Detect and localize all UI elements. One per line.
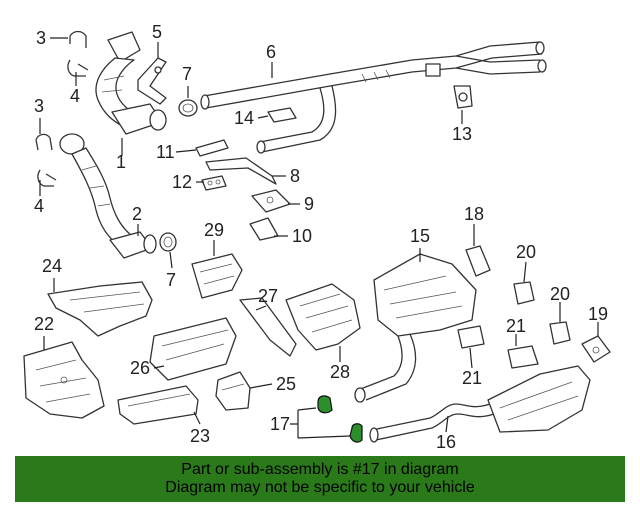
callout-3-upper: 3: [36, 28, 46, 48]
part-17-clamp-highlighted[interactable]: [317, 395, 363, 443]
callout-10: 10: [292, 226, 312, 246]
callout-6: 6: [266, 42, 276, 62]
part-1-catalytic-converter-upper: [95, 31, 167, 135]
part-19-hanger: [581, 335, 611, 363]
part-18-hanger: [465, 245, 491, 277]
banner-line-2: Diagram may not be specific to your vehi…: [165, 479, 475, 496]
part-5-bracket: [137, 57, 167, 105]
banner-line-1: Part or sub-assembly is #17 in diagram: [181, 461, 459, 478]
callout-29: 29: [204, 220, 224, 240]
callout-17: 17: [270, 414, 290, 434]
part-22-heat-shield: [23, 341, 105, 419]
callout-21-upper: 21: [506, 316, 526, 336]
part-27-heat-shield: [239, 297, 297, 357]
part-6-front-pipe: [200, 41, 547, 154]
callout-19: 19: [588, 304, 608, 324]
part-9-hanger: [251, 189, 291, 213]
part-26-heat-shield: [149, 317, 237, 381]
part-21-hanger-upper: [457, 325, 485, 349]
exhaust-parts-diagram: 3 4 1 5 6 7 3 4 14 13 11 12 8 9 10 2 7 2…: [23, 22, 611, 452]
part-13-hanger: [453, 85, 473, 109]
callout-18: 18: [464, 204, 484, 224]
callout-7-upper: 7: [182, 64, 192, 84]
part-28-heat-shield: [285, 283, 361, 351]
callout-15: 15: [410, 226, 430, 246]
callout-9: 9: [304, 194, 314, 214]
part-14-bracket: [267, 107, 297, 123]
part-12-gasket: [201, 175, 227, 191]
callout-5: 5: [152, 22, 162, 42]
part-21-hanger-lower: [507, 345, 539, 369]
callout-25: 25: [276, 374, 296, 394]
callout-24: 24: [42, 256, 62, 276]
part-4-clamp-upper: [67, 59, 89, 77]
callout-8: 8: [290, 166, 300, 186]
callout-22: 22: [34, 314, 54, 334]
callout-labels: 3 4 1 5 6 7 3 4 14 13 11 12 8 9 10 2 7 2…: [34, 22, 608, 452]
part-7-clamp-upper: [178, 99, 198, 117]
callout-23: 23: [190, 426, 210, 446]
part-4-clamp-lower: [37, 169, 57, 187]
callout-3-lower: 3: [34, 96, 44, 116]
callout-7-lower: 7: [166, 270, 176, 290]
part-3-gasket-upper: [69, 30, 87, 48]
info-banner: Part or sub-assembly is #17 in diagram D…: [15, 456, 625, 502]
part-16-rear-muffler: [369, 365, 591, 443]
leader-lines: [39, 37, 599, 439]
callout-2: 2: [132, 204, 142, 224]
part-20-hanger-upper: [513, 281, 535, 305]
part-15-muffler: [354, 253, 477, 403]
part-24-heat-shield: [47, 281, 153, 337]
part-7-clamp-lower: [159, 232, 177, 252]
callout-4-upper: 4: [70, 86, 80, 106]
part-25-bracket: [215, 371, 251, 411]
callout-14: 14: [234, 108, 254, 128]
callout-26: 26: [130, 358, 150, 378]
callout-11: 11: [156, 142, 175, 162]
callout-16: 16: [436, 432, 456, 452]
callout-27: 27: [258, 286, 278, 306]
part-23-heat-shield: [117, 385, 199, 425]
part-3-gasket-lower: [35, 133, 53, 151]
callout-20-upper: 20: [516, 242, 536, 262]
callout-20-lower: 20: [550, 284, 570, 304]
part-2-catalytic-converter-lower: [59, 133, 157, 259]
callout-21-lower: 21: [462, 368, 482, 388]
callout-1: 1: [116, 152, 126, 172]
callout-28: 28: [330, 362, 350, 382]
part-20-hanger-lower: [549, 321, 571, 345]
part-8-bracket: [205, 157, 277, 185]
part-10-hanger: [249, 217, 279, 241]
part-11-bracket: [195, 139, 229, 157]
callout-12: 12: [172, 172, 192, 192]
callout-4-lower: 4: [34, 196, 44, 216]
callout-13: 13: [452, 124, 472, 144]
part-29-heat-shield: [191, 253, 243, 299]
